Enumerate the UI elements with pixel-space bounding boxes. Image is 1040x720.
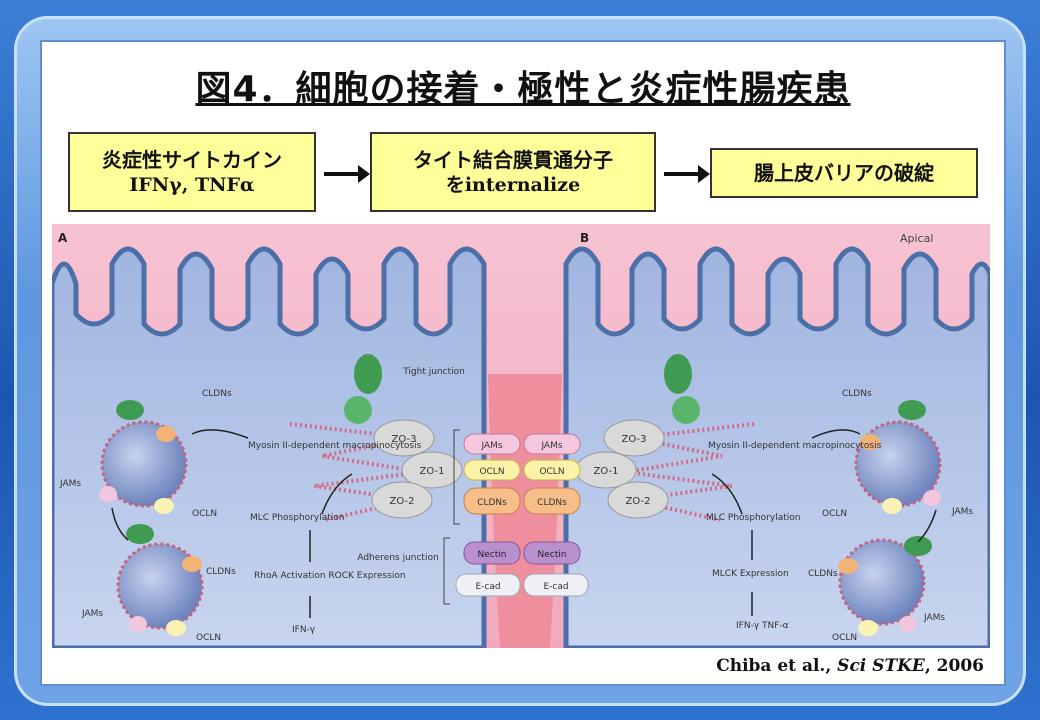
flow-arrow-2 — [664, 165, 710, 183]
jams-a2-label: JAMs — [81, 609, 103, 619]
nectin-left: Nectin — [478, 550, 507, 560]
barrier-label: 腸上皮バリアの破綻 — [754, 161, 934, 185]
zo1-left: ZO-1 — [420, 466, 445, 477]
zo1-right: ZO-1 — [594, 466, 619, 477]
pathway-arrows — [111, 429, 937, 618]
myosin-b-label: Myosin II-dependent macropinocytosis — [708, 441, 882, 451]
vesicle-proteins — [99, 354, 941, 636]
cytokine-box: 炎症性サイトカイン IFNγ, TNFα — [68, 132, 316, 212]
jams-right: JAMs — [540, 441, 562, 451]
cytokine-label: 炎症性サイトカイン — [102, 148, 282, 172]
barrier-box: 腸上皮バリアの破綻 — [710, 148, 978, 198]
ifn-a-label: IFN-γ — [292, 625, 316, 635]
zo3-right: ZO-3 — [622, 434, 647, 445]
tight-junction-label: タイト結合膜貫通分子 — [413, 148, 613, 172]
rhoa-a-label: RhoA Activation ROCK Expression — [254, 571, 406, 581]
zo2-left: ZO-2 — [390, 496, 415, 507]
ifn-b-label: IFN-γ TNF-α — [736, 621, 789, 631]
internalize-label: をinternalize — [445, 174, 581, 196]
vesicle-a2 — [116, 542, 204, 630]
mlc-a-label: MLC Phosphorylation — [250, 513, 344, 523]
cytokine-names: IFNγ, TNFα — [129, 174, 255, 196]
aj-bracket — [443, 537, 450, 605]
zo3-left: ZO-3 — [392, 434, 417, 445]
vesicle-a1 — [100, 420, 188, 508]
panel-a-label: A — [58, 231, 68, 245]
zo2-right: ZO-2 — [626, 496, 651, 507]
cldns-right: CLDNs — [537, 498, 567, 508]
jams-left: JAMs — [480, 441, 502, 451]
tight-junction-label: Tight junction — [402, 367, 465, 377]
flow-arrow-1 — [324, 165, 370, 183]
jams-b2-label: JAMs — [923, 613, 945, 623]
ocln-left: OCLN — [479, 467, 504, 477]
tj-bracket — [453, 429, 460, 525]
ecad-left: E-cad — [475, 582, 500, 592]
citation-year: , 2006 — [924, 656, 984, 676]
ecad-right: E-cad — [543, 582, 568, 592]
myosin-a-label: Myosin II-dependent macropinocytosis — [248, 441, 422, 451]
ocln-right: OCLN — [539, 467, 564, 477]
cldns-left: CLDNs — [477, 498, 507, 508]
cldns-b-label: CLDNs — [842, 389, 872, 399]
mlc-b-label: MLC Phosphorylation — [706, 513, 800, 523]
mlck-b-label: MLCK Expression — [712, 569, 789, 579]
ocln-a2-label: OCLN — [196, 633, 221, 643]
slide-title: 図4．細胞の接着・極性と炎症性腸疾患 — [195, 69, 851, 110]
jams-a-label: JAMs — [59, 479, 81, 489]
cldns-a2-label: CLDNs — [206, 567, 236, 577]
cldns-b2-label: CLDNs — [808, 569, 838, 579]
adherens-junction-label: Adherens junction — [357, 553, 438, 563]
citation-journal: Sci STKE — [837, 656, 925, 676]
junction-diagram: A B Apical — [49, 224, 993, 651]
nectin-right: Nectin — [538, 550, 567, 560]
vesicle-b2 — [838, 538, 926, 626]
ocln-b-label: OCLN — [822, 509, 847, 519]
apical-label: Apical — [900, 232, 933, 245]
tight-junction-box: タイト結合膜貫通分子 をinternalize — [370, 132, 656, 212]
citation-authors: Chiba et al., — [716, 656, 838, 676]
cell-junction-figure: A B Apical — [49, 224, 993, 651]
panel-b-label: B — [580, 231, 589, 245]
slide-panel: 図4．細胞の接着・極性と炎症性腸疾患 炎症性サイトカイン IFNγ, TNFα … — [40, 40, 1006, 686]
jams-b-label: JAMs — [951, 507, 973, 517]
ocln-b2-label: OCLN — [832, 633, 857, 643]
citation: Chiba et al., Sci STKE, 2006 — [716, 656, 984, 676]
cldns-a-label: CLDNs — [202, 389, 232, 399]
ocln-a-label: OCLN — [192, 509, 217, 519]
